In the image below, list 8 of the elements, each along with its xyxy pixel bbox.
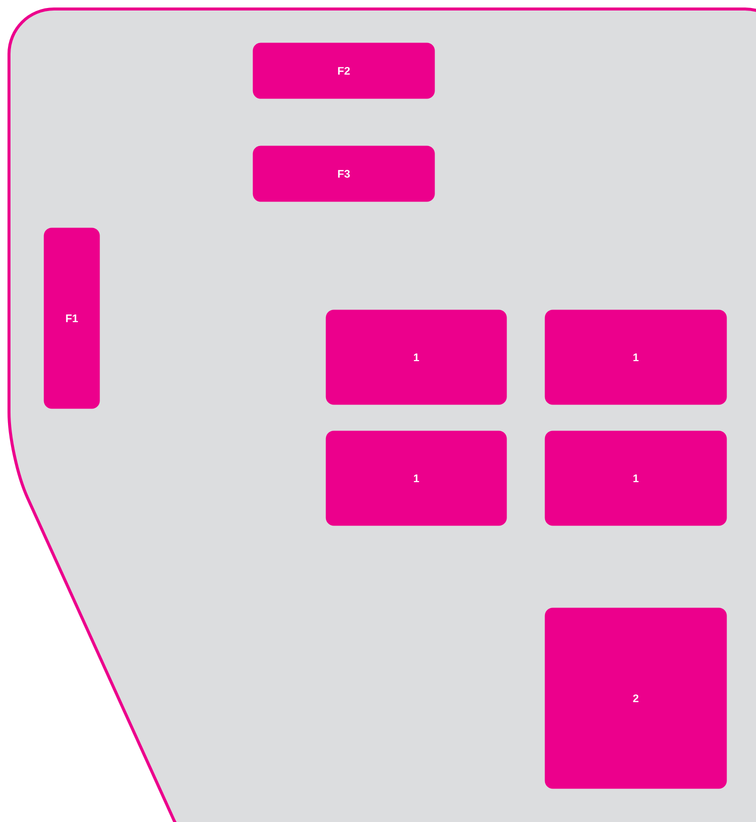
fuse: F1 xyxy=(44,228,100,409)
fuse: F2 xyxy=(252,42,435,99)
fuse: 1 xyxy=(326,310,507,405)
fuse: 1 xyxy=(544,310,727,405)
fuse: 2 xyxy=(544,608,727,789)
fuse: 1 xyxy=(326,430,507,526)
fuse: F3 xyxy=(252,146,435,202)
fuse: 1 xyxy=(544,430,727,526)
